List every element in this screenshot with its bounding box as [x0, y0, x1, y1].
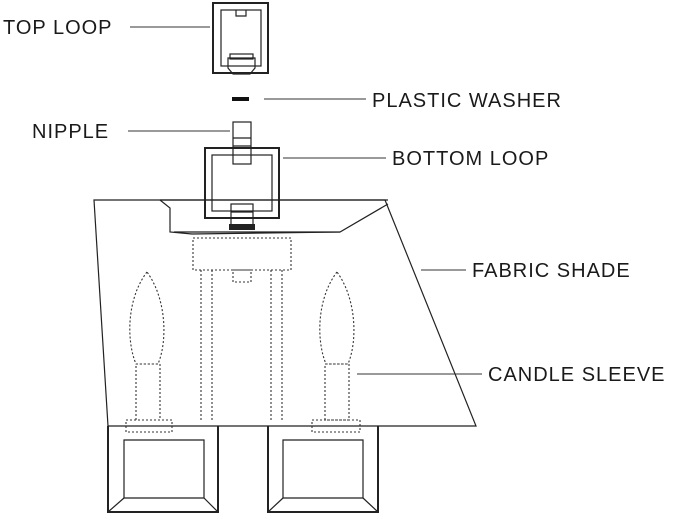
right-candle-part — [311, 271, 361, 433]
nipple-part — [232, 121, 252, 165]
label-fabric-shade: FABRIC SHADE — [472, 260, 631, 282]
bottom-loop-part — [204, 147, 280, 230]
top-loop-part — [212, 2, 269, 75]
label-top-loop: TOP LOOP — [3, 17, 113, 39]
leader-lines — [128, 26, 482, 375]
center-housing-part — [192, 237, 292, 420]
label-bottom-loop: BOTTOM LOOP — [392, 148, 549, 170]
label-plastic-washer: PLASTIC WASHER — [372, 90, 562, 112]
label-nipple: NIPPLE — [32, 121, 109, 143]
label-candle-sleeve: CANDLE SLEEVE — [488, 364, 666, 386]
plastic-washer-part — [232, 97, 249, 101]
lower-frame-part — [107, 426, 379, 513]
fabric-shade-part — [93, 199, 477, 427]
left-candle-part — [125, 271, 173, 433]
